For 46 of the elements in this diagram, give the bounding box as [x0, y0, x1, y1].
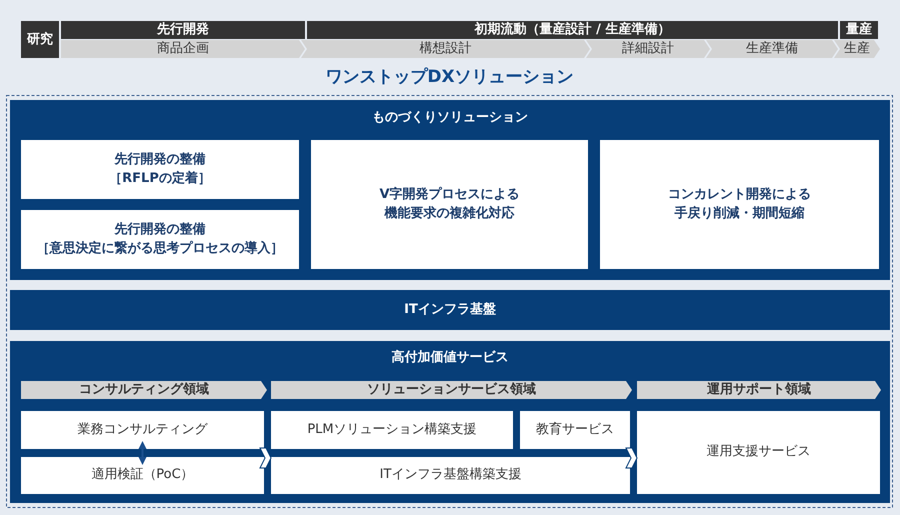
- card-text: PLMソリューション構築支援: [307, 420, 477, 439]
- domain-label: 運用サポート領域: [707, 382, 811, 398]
- card-text: コンカレント開発による手戻り削減・期間短縮: [667, 186, 812, 222]
- panel-heading: ものづくりソリューション: [372, 110, 528, 127]
- card-text: 先行開発の整備: [114, 151, 206, 170]
- double-arrow: [138, 441, 146, 465]
- card-text: 教育サービス: [536, 420, 614, 439]
- phase-label: 研究: [27, 32, 53, 48]
- phase-label: 初期流動（量産設計 / 生産準備）: [474, 22, 670, 38]
- category-panel: [10, 341, 890, 503]
- step-label: 商品企画: [157, 42, 209, 56]
- card-text: 先行開発の整備: [114, 221, 206, 240]
- service-card: [520, 411, 630, 449]
- step-label: 生産: [844, 42, 870, 56]
- service-card: [21, 210, 299, 269]
- service-card: [21, 140, 299, 199]
- phase-header: [61, 21, 305, 39]
- step-label: 生産準備: [746, 42, 798, 56]
- service-card: [21, 411, 264, 449]
- service-card: [600, 140, 879, 269]
- phase-header: [21, 21, 59, 58]
- card-text: 運用支援サービス: [706, 443, 810, 462]
- section-title: ワンストップDXソリューション: [325, 66, 574, 88]
- phase-label: 先行開発: [157, 22, 209, 38]
- step-label: 構想設計: [420, 42, 472, 56]
- card-text: 適用検証（PoC）: [91, 466, 194, 484]
- card-text: ITインフラ基盤構築支援: [380, 466, 522, 484]
- category-panel: [10, 100, 890, 280]
- card-text: 業務コンサルティング: [78, 420, 208, 439]
- domain-label: ソリューションサービス領域: [367, 382, 536, 398]
- service-card: [21, 457, 264, 494]
- service-card: [271, 457, 630, 494]
- phase-header: [840, 21, 878, 39]
- service-card: [311, 140, 588, 269]
- card-text: ［意思決定に繋がる思考プロセスの導入］: [36, 240, 284, 258]
- service-card: [271, 411, 513, 449]
- step-label: 詳細設計: [622, 42, 674, 56]
- phase-header: [307, 21, 838, 39]
- bar-label: ITインフラ基盤: [404, 302, 496, 318]
- phase-label: 量産: [846, 22, 872, 38]
- card-text: V字開発プロセスによる機能要求の複雑化対応: [378, 186, 521, 222]
- service-card: [637, 411, 880, 494]
- domain-label: コンサルティング領域: [79, 382, 209, 398]
- card-text: ［RFLPの定着］: [109, 170, 211, 188]
- panel-heading: 高付加価値サービス: [392, 350, 508, 367]
- infrastructure-bar: [10, 290, 890, 330]
